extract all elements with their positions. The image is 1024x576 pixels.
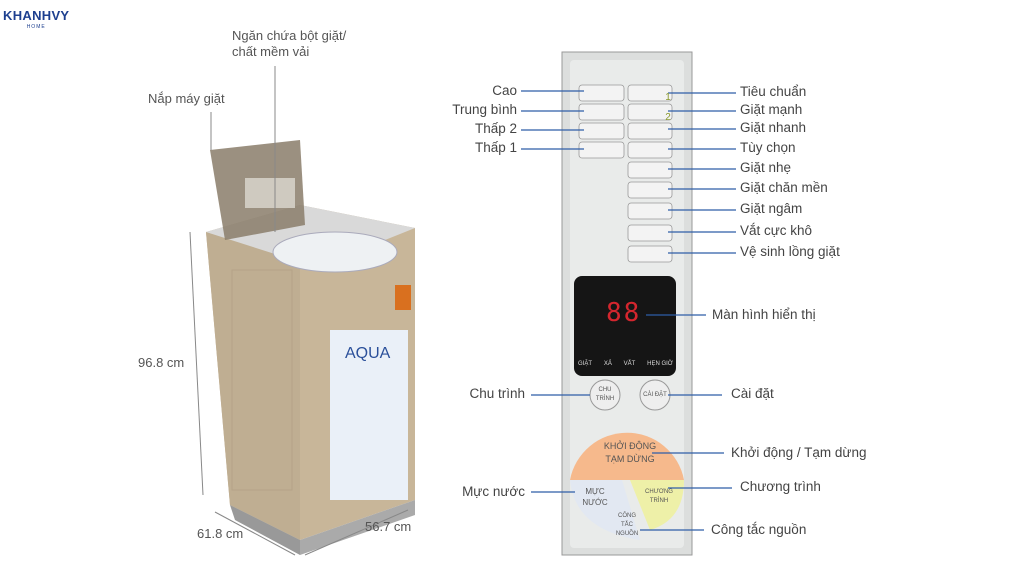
- power-button[interactable]: CÔNG TẮC NGUỒN: [615, 513, 639, 537]
- height-label: 96.8 cm: [138, 355, 185, 370]
- setting-label: Cài đặt: [731, 386, 774, 401]
- program-label: Giặt nhẹ: [740, 160, 792, 175]
- detergent-drawer-label: Ngăn chứa bột giặt/chất mềm vải: [232, 28, 346, 60]
- detergent-drawer-line2: chất mềm vải: [232, 44, 310, 59]
- water-level-button[interactable]: MỰC NƯỚC: [582, 487, 608, 507]
- water-level-high-label: Cao: [492, 83, 517, 98]
- water-level-medium-label: Trung bình: [452, 102, 517, 117]
- cycle-label: Chu trình: [469, 386, 525, 401]
- program-button-label: Chương trình: [740, 479, 821, 494]
- program-number: 1: [665, 92, 671, 103]
- display-digits: 88: [606, 298, 642, 328]
- step-rinse: XẢ: [603, 361, 612, 367]
- brand-logo-sub: HOME: [26, 24, 46, 30]
- program-label: Giặt chăn mền: [740, 180, 828, 195]
- step-wash: GIẶT: [578, 361, 593, 367]
- program-label: Vắt cực khô: [740, 223, 813, 238]
- brand-text: AQUA: [345, 345, 391, 362]
- width-label: 56.7 cm: [365, 519, 412, 534]
- water-level-label: Mực nước: [462, 484, 525, 499]
- set-button[interactable]: CÀI ĐẶT: [643, 392, 667, 398]
- program-number: 2: [665, 112, 671, 123]
- pause-text: TẠM DỪNG: [605, 454, 655, 464]
- detergent-drawer-line1: Ngăn chứa bột giặt/: [232, 28, 347, 43]
- lid-label: Nắp máy giặt: [148, 91, 225, 106]
- brand-logo-text: KHANHVY: [3, 8, 70, 23]
- water-level-low1-label: Thấp 1: [474, 140, 517, 155]
- start-text: KHỞI ĐỘNG: [603, 441, 657, 451]
- program-label: Tùy chọn: [740, 140, 796, 155]
- power-label: Công tắc nguồn: [711, 522, 807, 537]
- program-label: Giặt mạnh: [740, 102, 803, 117]
- program-label: Tiêu chuẩn: [740, 84, 807, 99]
- water-level-low2-label: Thấp 2: [474, 121, 517, 136]
- start-button[interactable]: KHỞI ĐỘNG TẠM DỪNG: [600, 440, 660, 466]
- start-pause-label: Khởi động / Tạm dừng: [731, 445, 867, 460]
- program-label: Giặt ngâm: [740, 201, 803, 216]
- cycle-button[interactable]: CHU TRÌNH: [595, 387, 615, 402]
- depth-label: 61.8 cm: [197, 526, 244, 541]
- display-label: Màn hình hiển thị: [712, 307, 816, 322]
- washing-machine: AQUA: [206, 140, 415, 555]
- course-button[interactable]: CHƯƠNG TRÌNH: [645, 489, 673, 504]
- step-spin: VẮT: [623, 361, 636, 367]
- step-timer: HẸN GIỜ: [647, 361, 673, 367]
- program-label: Giặt nhanh: [740, 120, 807, 135]
- program-label: Vệ sinh lồng giặt: [740, 244, 840, 259]
